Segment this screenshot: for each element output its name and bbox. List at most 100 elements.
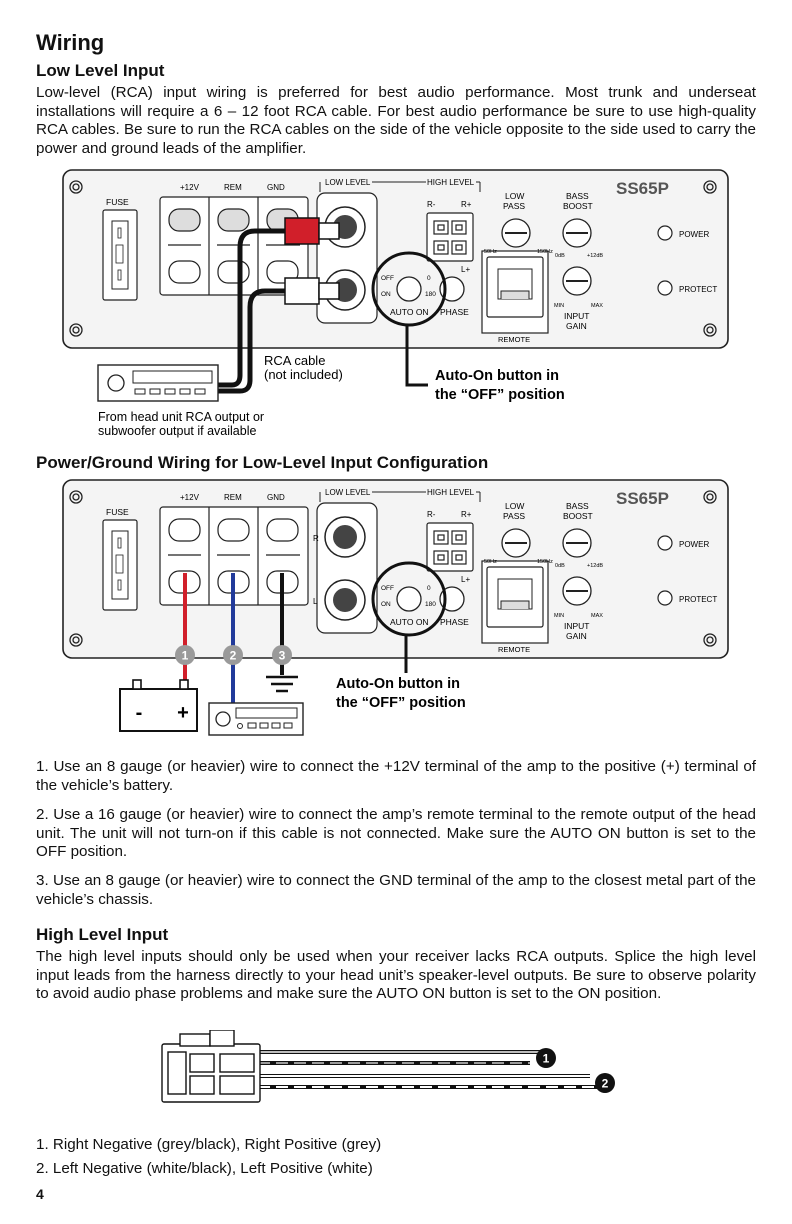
fuse-icon [102,209,138,301]
high-level-harness-diagram: 1 2 [161,1030,615,1103]
power-terminal-block [159,506,309,606]
low-pass-label-2: PASS [503,511,525,521]
amp-panel: FUSE +12V REM GND LOW LEVEL HIGH LEVEL [62,169,729,349]
protect-led-label: PROTECT [679,285,717,294]
svg-text:2: 2 [230,649,237,663]
source-label-2: subwoofer output if available [98,424,256,438]
callout-text-2: the “OFF” position [336,695,466,711]
auto-on-button[interactable] [396,586,422,612]
step-1: 1. Use an 8 gauge (or heavier) wire to c… [36,758,756,794]
wire-marker-2: 2 [223,645,243,665]
low-pass-label-2: PASS [503,201,525,211]
wire-marker-3: 3 [272,645,292,665]
battery-icon: - + [119,679,198,732]
input-gain-label-2: GAIN [566,321,587,331]
low-level-paragraph: Low-level (RCA) input wiring is preferre… [36,84,756,157]
power-ground-title: Power/Ground Wiring for Low-Level Input … [36,453,489,472]
auto-on-label: AUTO ON [390,307,429,317]
high-level-connector [426,522,474,572]
power-led-icon [657,225,673,241]
callout-text-1: Auto-On button in [336,676,460,692]
input-gain-label-1: INPUT [564,621,590,631]
callout-text-1: Auto-On button in [435,368,559,384]
boost-max-label: +12dB [587,563,603,569]
low-level-title: Low Level Input [36,61,165,80]
ground-icon [266,675,298,693]
bass-boost-label-1: BASS [566,501,589,511]
one-eighty-label: 180 [425,601,436,608]
battery-minus-label: - [136,702,143,724]
boost-max-label: +12dB [587,253,603,259]
boost-min-label: 0dB [555,563,565,569]
source-label-1: From head unit RCA output or [98,410,264,424]
l-plus-label: L+ [461,575,470,584]
off-label: OFF [381,275,394,282]
svg-text:3: 3 [279,649,286,663]
freq-min-label: 50Hz [484,559,497,565]
power-ground-wiring-diagram: FUSE +12V REM GND LOW LEVEL HIGH LEVEL [62,479,729,736]
protect-led-label: PROTECT [679,595,717,604]
high-level-title: High Level Input [36,925,169,944]
low-level-label: LOW LEVEL [325,488,371,497]
r-plus-label: R+ [461,200,472,209]
auto-on-highlight-circle [371,561,447,637]
l-plus-label: L+ [461,265,470,274]
freq-max-label: 150Hz [537,249,553,255]
high-level-label: HIGH LEVEL [427,178,475,187]
high-level-list-item-1: 1. Right Negative (grey/black), Right Po… [36,1136,382,1153]
harness-marker-2: 2 [595,1073,615,1093]
screw-icon [69,180,717,337]
rca-r-label: R [313,534,319,543]
page-number: 4 [36,1186,44,1202]
rca-cable-label-1: RCA cable [264,353,325,368]
zero-label: 0 [427,275,431,282]
terminal-label-12v: +12V [180,493,200,502]
head-unit-icon [97,364,219,402]
harness-connector-icon [161,1030,261,1103]
on-label: ON [381,291,391,298]
gain-min-label: MIN [554,613,564,619]
gain-max-label: MAX [591,303,603,309]
low-pass-label-1: LOW [505,191,524,201]
bass-boost-label-1: BASS [566,191,589,201]
zero-label: 0 [427,585,431,592]
model-name: SS65P [616,489,669,508]
svg-text:1: 1 [182,649,189,663]
r-minus-label: R- [427,200,436,209]
model-name: SS65P [616,179,669,198]
rca-cable [218,217,340,394]
bass-boost-label-2: BOOST [563,511,593,521]
gain-min-label: MIN [554,303,564,309]
remote-label: REMOTE [498,335,530,344]
phase-label: PHASE [440,307,469,317]
protect-led-icon [657,590,673,606]
fuse-label: FUSE [106,507,129,517]
protect-led-icon [657,280,673,296]
terminal-label-12v: +12V [180,183,200,192]
remote-label: REMOTE [498,645,530,654]
terminal-label-gnd: GND [267,493,285,502]
high-level-connector [426,212,474,262]
auto-on-button[interactable] [396,276,422,302]
rca-l-label: L [313,597,318,606]
power-led-label: POWER [679,540,709,549]
terminal-label-gnd: GND [267,183,285,192]
amp-panel: FUSE +12V REM GND LOW LEVEL HIGH LEVEL [62,479,729,659]
svg-text:1: 1 [543,1052,550,1066]
terminal-label-rem: REM [224,183,242,192]
svg-text:2: 2 [602,1077,609,1091]
head-unit-icon [208,702,304,736]
high-level-list-item-2: 2. Left Negative (white/black), Left Pos… [36,1160,373,1177]
auto-on-label: AUTO ON [390,617,429,627]
gain-max-label: MAX [591,613,603,619]
power-led-label: POWER [679,230,709,239]
input-gain-label-1: INPUT [564,311,590,321]
terminal-label-rem: REM [224,493,242,502]
low-level-label: LOW LEVEL [325,178,371,187]
freq-max-label: 150Hz [537,559,553,565]
callout-line [405,325,428,387]
low-pass-label-1: LOW [505,501,524,511]
high-level-label: HIGH LEVEL [427,488,475,497]
rca-plug-white [284,277,320,305]
auto-on-highlight-circle [371,251,447,327]
